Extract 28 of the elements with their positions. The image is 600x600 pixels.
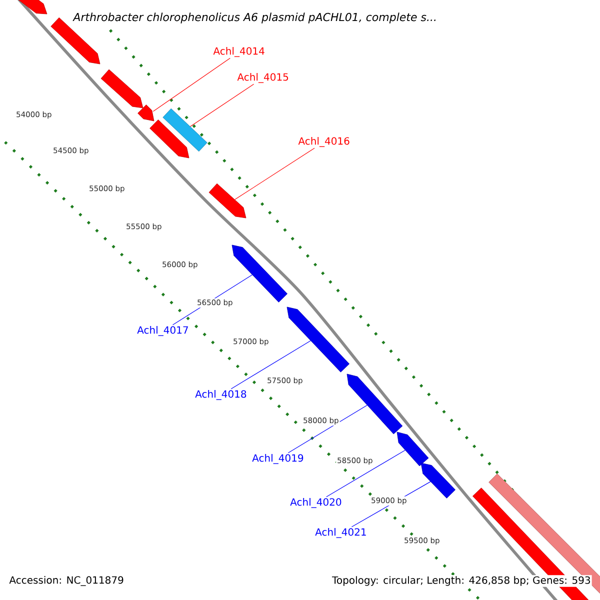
- gene-feature: [150, 120, 190, 158]
- gene-feature: [396, 432, 429, 466]
- gene-feature: [138, 104, 154, 122]
- leader-line: [190, 84, 254, 127]
- gene-feature: [208, 183, 246, 218]
- summary-text: Topology: circular; Length: 426,858 bp; Genes: 593: [331, 575, 592, 587]
- gene-feature: [286, 306, 350, 372]
- leader-line: [230, 340, 311, 390]
- gene-label: Achl_4020: [290, 498, 342, 508]
- gene-label: Achl_4021: [315, 528, 366, 538]
- gene-label: Achl_4019: [252, 454, 304, 464]
- gene-label: Achl_4018: [195, 390, 246, 400]
- gene-feature: [346, 374, 403, 434]
- gene-feature: [162, 108, 208, 152]
- leader-line: [152, 58, 230, 112]
- gene-label: Achl_4015: [237, 73, 288, 83]
- gene-feature: [18, 0, 48, 14]
- gene-feature: [232, 244, 288, 302]
- gene-label: Achl_4014: [213, 47, 264, 57]
- leader-line: [234, 148, 315, 200]
- leader-line: [288, 404, 368, 454]
- leader-line: [326, 450, 406, 498]
- accession-text: Accession: NC_011879: [9, 576, 124, 586]
- title: Arthrobacter chlorophenolicus A6 plasmid pACHL01, complete s...: [72, 12, 438, 24]
- gene-feature: [420, 462, 456, 498]
- gene-label: Achl_4016: [298, 137, 350, 147]
- gene-feature: [100, 69, 144, 108]
- gene-label: Achl_4017: [137, 326, 188, 336]
